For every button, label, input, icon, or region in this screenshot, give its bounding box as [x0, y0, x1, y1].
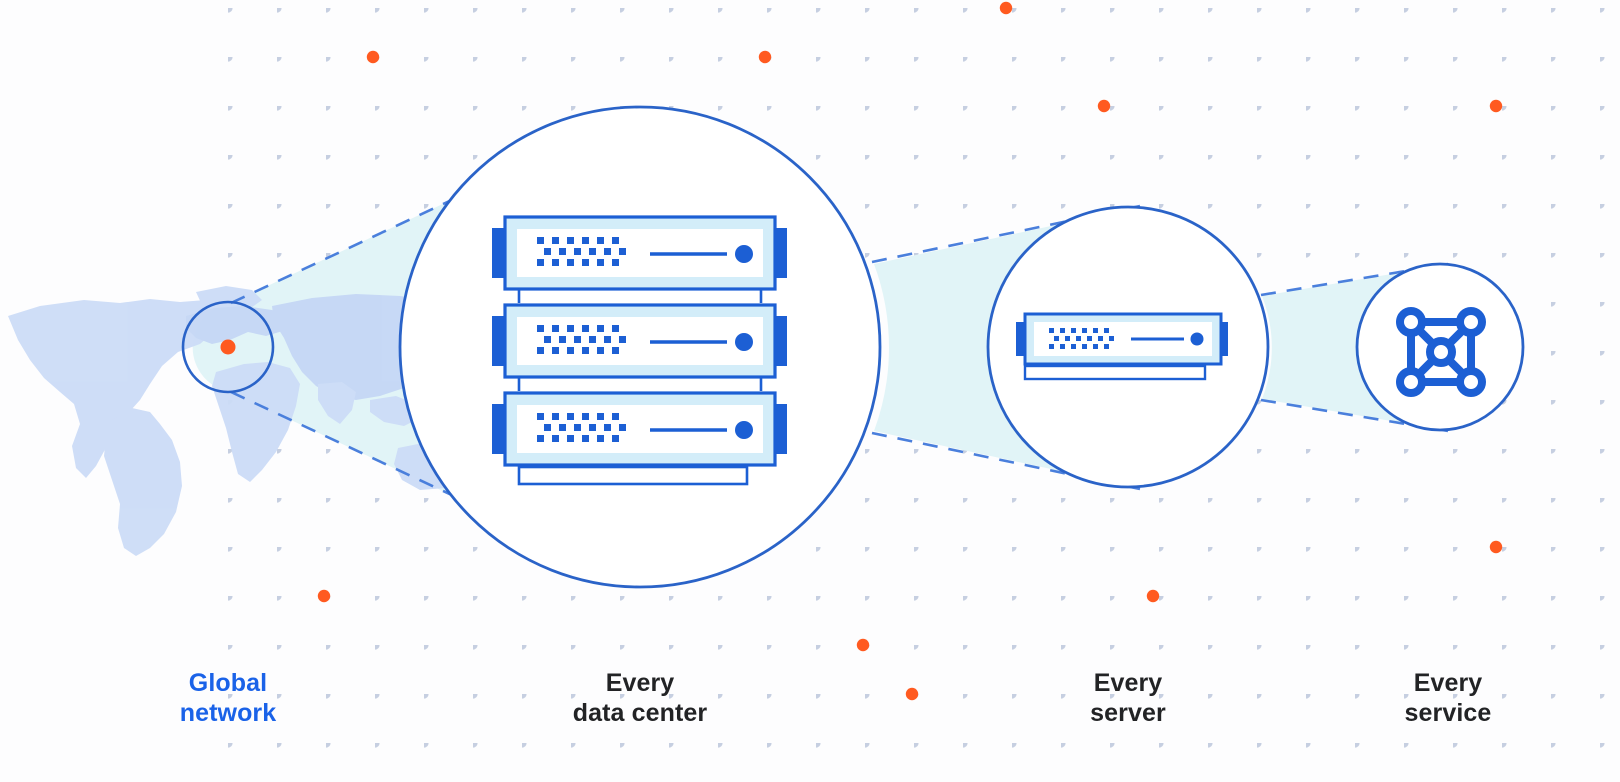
label-server: Every server — [1008, 668, 1248, 728]
accent-dot — [758, 50, 772, 64]
rack-connector — [517, 377, 763, 391]
label-line2: network — [179, 699, 277, 727]
single-server-icon — [1016, 312, 1228, 381]
label-line1: Global — [188, 669, 268, 697]
label-line2: service — [1404, 699, 1492, 727]
accent-dot — [317, 589, 331, 603]
network-node — [1456, 367, 1486, 397]
guide-line-top-2 — [871, 204, 1141, 264]
server-status-led — [1190, 332, 1204, 346]
server-rack-unit — [492, 303, 787, 379]
global-network-pin — [220, 339, 236, 355]
cone-server-to-service — [1262, 265, 1444, 430]
accent-dot — [1489, 540, 1503, 554]
accent-dot — [999, 1, 1013, 15]
accent-dot — [1146, 589, 1160, 603]
accent-dot — [366, 50, 380, 64]
label-global-network: Global network — [108, 668, 348, 728]
label-data-center: Every data center — [500, 668, 780, 728]
accent-dot — [1489, 99, 1503, 113]
network-node — [1396, 307, 1426, 337]
label-line2: data center — [572, 699, 708, 727]
server-status-led — [735, 333, 753, 351]
label-line1: Every — [1413, 669, 1483, 697]
guide-line-bottom-2 — [871, 431, 1141, 491]
label-service: Every service — [1328, 668, 1568, 728]
server-vent-dots — [537, 413, 626, 442]
server-vent-dots — [537, 237, 626, 266]
server-base — [1023, 364, 1207, 381]
accent-dot — [1097, 99, 1111, 113]
map-north-america — [8, 299, 246, 478]
rack-base — [517, 465, 749, 486]
map-india — [318, 382, 356, 424]
server-vent-dots — [537, 325, 626, 354]
label-line2: server — [1090, 699, 1166, 727]
server-vent-dots — [1049, 328, 1114, 349]
server-rack-unit — [492, 391, 787, 467]
accent-dot — [905, 687, 919, 701]
label-line1: Every — [1093, 669, 1163, 697]
network-node-center — [1426, 337, 1456, 367]
accent-dot — [856, 638, 870, 652]
server-status-led — [735, 245, 753, 263]
network-node — [1396, 367, 1426, 397]
accent-dot-layer — [317, 1, 1503, 701]
network-nodes-icon — [1396, 307, 1486, 397]
server-rack-icon — [492, 215, 787, 486]
zoom-circle-global-network — [181, 300, 275, 394]
label-line1: Every — [605, 669, 675, 697]
server-status-led — [735, 421, 753, 439]
rack-connector — [517, 289, 763, 303]
server-rack-unit — [492, 215, 787, 291]
map-south-america — [104, 408, 182, 556]
network-node — [1456, 307, 1486, 337]
map-europe — [186, 306, 290, 344]
